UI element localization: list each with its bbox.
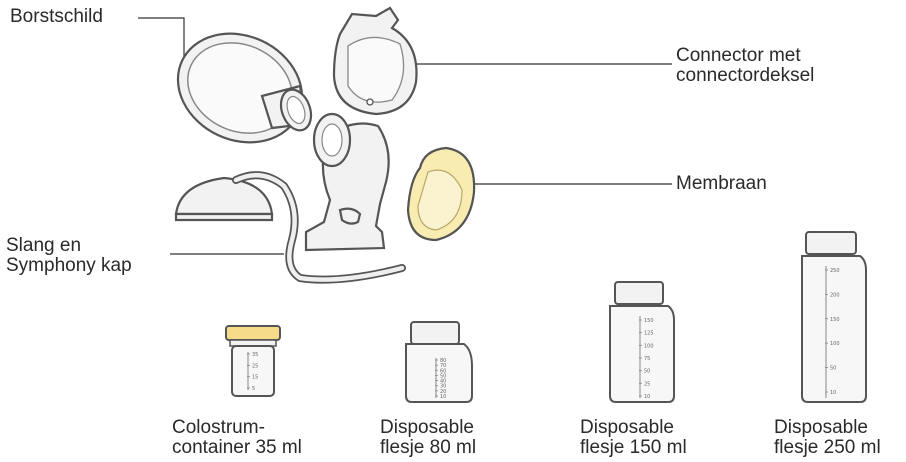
scale-label: 125 (644, 331, 654, 337)
scale-label: 50 (644, 369, 650, 375)
scale-label: 10 (830, 390, 836, 396)
caption-bottle-250-line1: Disposable (774, 418, 881, 438)
scale-label: 100 (644, 343, 654, 349)
connector (306, 8, 417, 250)
caption-bottle-150-line2: flesje 150 ml (580, 438, 687, 458)
scale-label: 200 (830, 292, 840, 298)
caption-colostrum: Colostrum- container 35 ml (172, 418, 302, 458)
caption-bottle-250-line2: flesje 250 ml (774, 438, 881, 458)
scale-label: 150 (644, 318, 654, 324)
scale-label: 10 (440, 394, 446, 400)
scale-label: 10 (644, 394, 650, 400)
scale-label: 25 (252, 363, 258, 369)
scale-label: 50 (830, 366, 836, 372)
scale-label: 250 (830, 268, 840, 274)
scale-label: 25 (644, 381, 650, 387)
caption-bottle-80-line2: flesje 80 ml (380, 438, 476, 458)
label-connector-line2: connectordeksel (676, 66, 814, 86)
caption-bottle-150: Disposable flesje 150 ml (580, 418, 687, 458)
bottle-150ml (610, 282, 674, 402)
scale-label: 5 (252, 386, 255, 392)
scale-label: 75 (644, 356, 650, 362)
label-membrane: Membraan (676, 174, 767, 194)
scale-label: 100 (830, 341, 840, 347)
caption-colostrum-line2: container 35 ml (172, 438, 302, 458)
scale-label: 35 (252, 352, 258, 358)
caption-bottle-80-line1: Disposable (380, 418, 476, 438)
label-connector-line1: Connector met (676, 46, 801, 66)
caption-colostrum-line1: Colostrum- (172, 418, 302, 438)
membrane (408, 148, 474, 240)
scale-label: 15 (252, 375, 258, 381)
label-tubing-line2: Symphony kap (6, 256, 132, 276)
caption-bottle-250: Disposable flesje 250 ml (774, 418, 881, 458)
caption-bottle-150-line1: Disposable (580, 418, 687, 438)
label-tubing-line1: Slang en (6, 236, 81, 256)
label-breast-shield: Borstschild (10, 7, 103, 27)
bottle-80ml (406, 322, 472, 402)
scale-label: 150 (830, 317, 840, 323)
bottle-scales: 3525155807060504030201015012510075502510… (247, 268, 840, 400)
caption-bottle-80: Disposable flesje 80 ml (380, 418, 476, 458)
